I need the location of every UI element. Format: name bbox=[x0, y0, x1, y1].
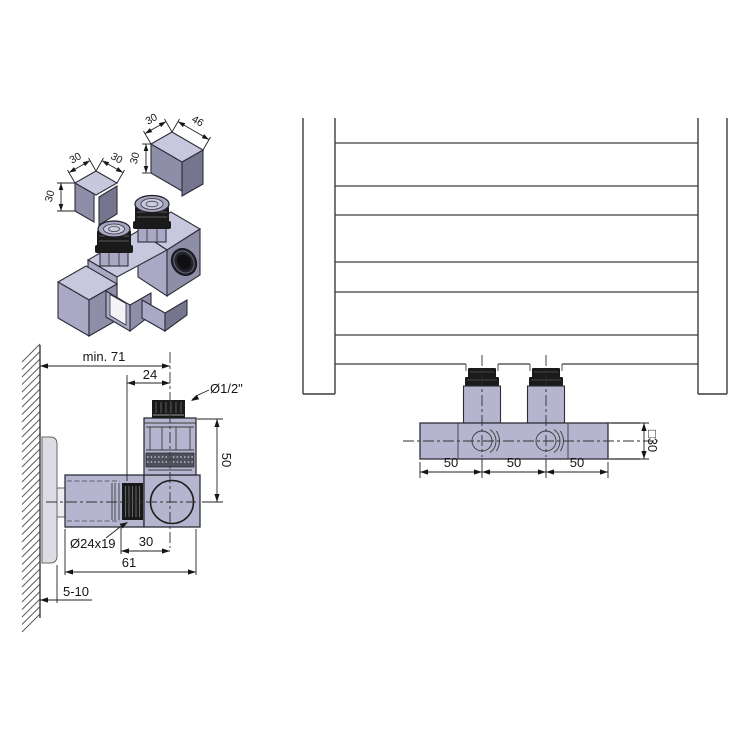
iso-valve-cylinder-front bbox=[95, 220, 133, 267]
iso-valve-body bbox=[56, 194, 202, 337]
dim-front-profile: □30 bbox=[645, 430, 660, 452]
dim-front-span-2: 50 bbox=[507, 455, 521, 470]
radiator-front-view bbox=[302, 118, 728, 395]
dim-iso-right-height: 30 bbox=[128, 151, 143, 166]
dim-side-height: 50 bbox=[219, 453, 234, 467]
dim-side-center: 30 bbox=[139, 534, 153, 549]
manifold-front-view: 50 50 50 □30 bbox=[403, 355, 660, 478]
iso-valve-cylinder-rear bbox=[133, 194, 171, 243]
iso-left-cover: 30 30 30 bbox=[43, 150, 125, 226]
isometric-view: 30 46 30 30 bbox=[43, 111, 211, 337]
valve-block bbox=[143, 474, 201, 528]
label-thread-size: Ø1/2" bbox=[210, 381, 243, 396]
radiator-rungs bbox=[335, 142, 698, 336]
male-thread bbox=[152, 400, 185, 418]
dim-side-wall-gap: 5-10 bbox=[63, 584, 89, 599]
iso-end-cube bbox=[56, 265, 119, 337]
dim-iso-right-width: 46 bbox=[189, 113, 205, 129]
iso-threaded-port bbox=[170, 248, 198, 276]
wall-hatching bbox=[21, 343, 41, 633]
manifold-profile-dimension: □30 bbox=[611, 422, 660, 460]
label-nut-size: Ø24x19 bbox=[70, 536, 116, 551]
union-nut bbox=[122, 483, 143, 520]
valve-side-view: min. 71 24 Ø1/2" 50 Ø24x19 bbox=[21, 343, 243, 633]
dim-side-length: 61 bbox=[122, 555, 136, 570]
dim-side-wall-min: min. 71 bbox=[83, 349, 126, 364]
dim-side-offset: 24 bbox=[143, 367, 157, 382]
dim-front-span-1: 50 bbox=[444, 455, 458, 470]
dim-iso-left-width: 30 bbox=[108, 150, 124, 166]
iso-right-cover: 30 46 30 bbox=[128, 111, 211, 197]
wall-cover-plate bbox=[41, 436, 58, 564]
iso-right-channel bbox=[141, 299, 188, 333]
dim-front-span-3: 50 bbox=[570, 455, 584, 470]
side-view-dimensions: min. 71 24 Ø1/2" 50 Ø24x19 bbox=[40, 349, 243, 603]
pipe-stub bbox=[56, 487, 66, 518]
dim-iso-right-depth: 30 bbox=[143, 111, 159, 127]
manifold-span-dimensions: 50 50 50 bbox=[419, 455, 609, 478]
dim-iso-left-height: 30 bbox=[43, 189, 58, 204]
dim-iso-left-depth: 30 bbox=[67, 150, 83, 166]
